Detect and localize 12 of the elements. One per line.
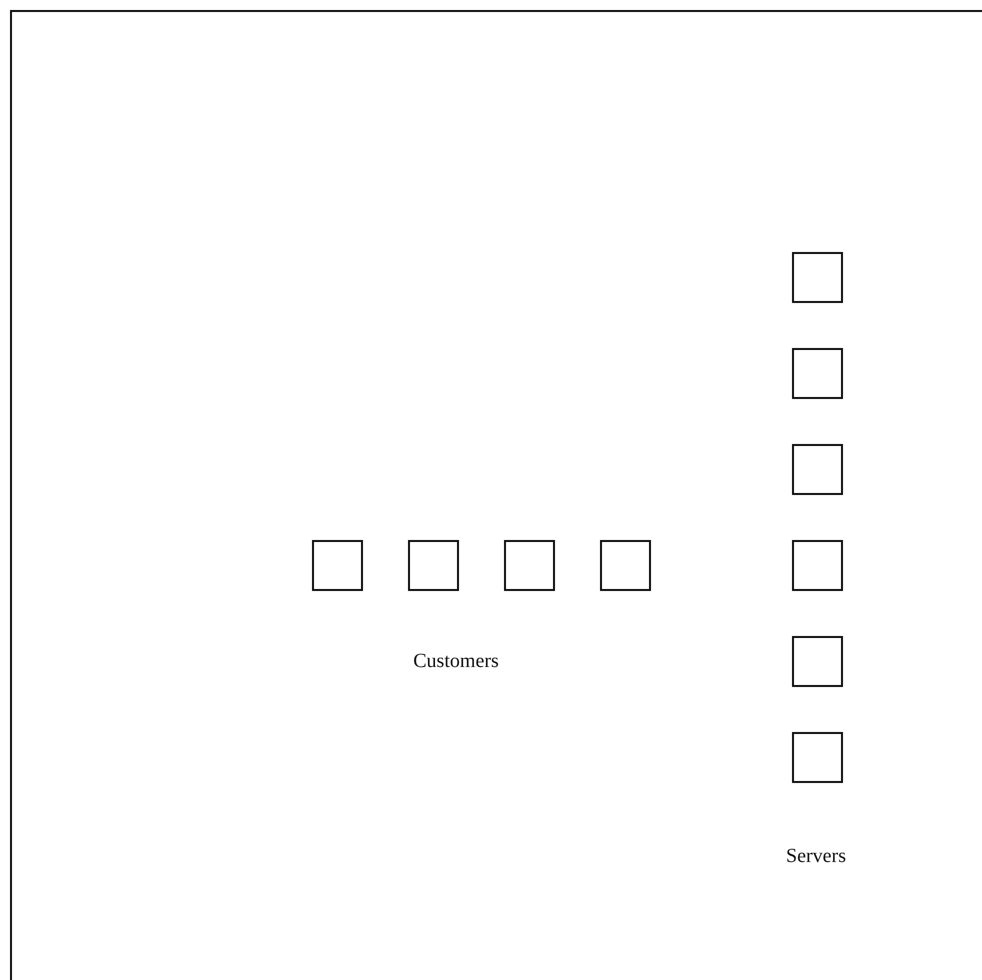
empty-box — [600, 540, 651, 591]
group-label: Servers — [786, 845, 846, 868]
empty-box — [312, 540, 363, 591]
empty-box — [504, 540, 555, 591]
empty-box — [792, 252, 843, 303]
group-label: Customers — [413, 650, 499, 673]
empty-box — [792, 540, 843, 591]
empty-box — [792, 348, 843, 399]
empty-box — [408, 540, 459, 591]
empty-box — [792, 444, 843, 495]
empty-box — [792, 732, 843, 783]
empty-box — [792, 636, 843, 687]
